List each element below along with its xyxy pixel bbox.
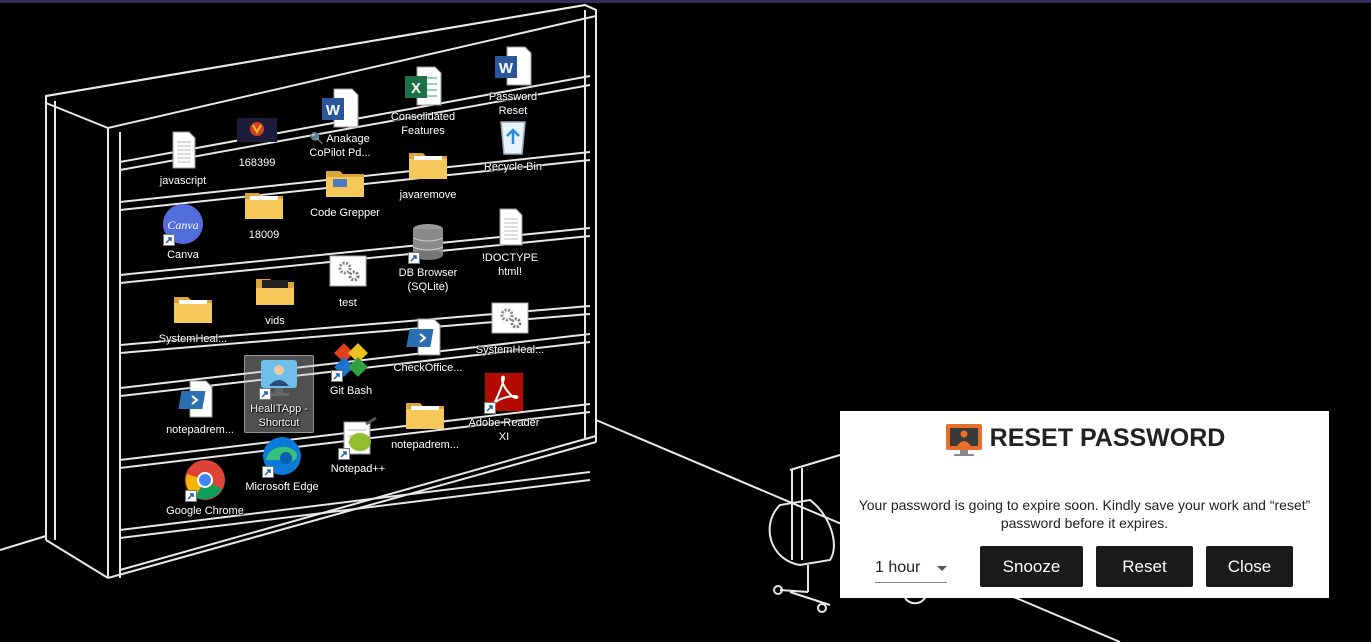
- icon-label: SystemHeal...: [475, 344, 545, 356]
- adobe-reader-icon: [482, 370, 526, 414]
- desktop-icon-password-reset[interactable]: W Password Reset: [473, 44, 553, 118]
- database-icon: [406, 220, 450, 264]
- shortcut-arrow-icon: [185, 490, 197, 502]
- folder-icon: [403, 392, 447, 436]
- icon-label: 18009: [248, 229, 280, 241]
- shortcut-arrow-icon: [338, 448, 350, 460]
- shortcut-arrow-icon: [259, 388, 271, 400]
- desktop-icon-18009[interactable]: 18009: [224, 182, 304, 242]
- svg-text:W: W: [326, 102, 341, 119]
- shortcut-arrow-icon: [163, 234, 175, 246]
- icon-label: SystemHeal...: [158, 333, 228, 345]
- icon-label: CheckOffice...: [393, 362, 463, 374]
- desktop-icon-vids[interactable]: vids: [235, 268, 315, 328]
- folder-icon: [253, 268, 297, 312]
- desktop-icon-microsoft-edge[interactable]: Microsoft Edge: [242, 434, 322, 494]
- desktop-icon-checkoffice[interactable]: CheckOffice...: [388, 315, 468, 375]
- icon-label: javascript: [159, 175, 207, 187]
- shortcut-arrow-icon: [408, 252, 420, 264]
- icon-label: Code Grepper: [310, 207, 380, 219]
- snooze-duration-value: 1 hour: [875, 559, 921, 576]
- chevron-down-icon: [937, 566, 947, 571]
- icon-label: javaremove: [399, 189, 457, 201]
- snooze-duration-select[interactable]: 1 hour: [875, 554, 947, 583]
- desktop-icon-git-bash[interactable]: Git Bash: [311, 338, 391, 398]
- icon-label: Password Reset: [488, 91, 538, 117]
- text-file-icon: [161, 128, 205, 172]
- folder-icon: [406, 142, 450, 186]
- icon-label: test: [339, 297, 357, 309]
- monitor-user-icon: [945, 424, 982, 456]
- powershell-script-icon: [178, 377, 222, 421]
- excel-document-icon: X: [401, 64, 445, 108]
- folder-icon: [323, 160, 367, 204]
- desktop-icon-doctype[interactable]: !DOCTYPE html!: [470, 205, 550, 279]
- desktop-icon-adobe-reader[interactable]: Adobe Reader XI: [464, 370, 544, 444]
- reset-button[interactable]: Reset: [1096, 546, 1193, 587]
- text-file-icon: [488, 205, 532, 249]
- desktop-icon-recycle-bin[interactable]: Recycle Bin: [473, 114, 553, 174]
- desktop-icon-javascript[interactable]: javascript: [143, 128, 223, 188]
- desktop-icon-168399[interactable]: 168399: [217, 110, 297, 170]
- desktop-icon-systemheal-script[interactable]: SystemHeal...: [470, 297, 550, 357]
- icon-label: HealITApp - Shortcut: [250, 403, 308, 429]
- dialog-message: Your password is going to expire soon. K…: [858, 497, 1311, 531]
- desktop-icon-test[interactable]: test: [308, 250, 388, 310]
- desktop-icon-notepadrem-folder[interactable]: notepadrem...: [385, 392, 465, 452]
- window-top-accent-bar: [0, 0, 1371, 3]
- shortcut-arrow-icon: [331, 370, 343, 382]
- icon-label: Notepad++: [330, 463, 386, 475]
- icon-label: notepadrem...: [391, 439, 459, 451]
- desktop-icon-notepad-plus-plus[interactable]: Notepad++: [318, 416, 398, 476]
- dialog-header: RESET PASSWORD: [840, 417, 1329, 459]
- helpdesk-app-icon: [257, 356, 301, 400]
- settings-file-icon: [488, 297, 532, 341]
- chrome-icon: [183, 458, 227, 502]
- recycle-bin-icon: [491, 114, 535, 158]
- dialog-title: RESET PASSWORD: [989, 423, 1226, 452]
- icon-label: Microsoft Edge: [245, 481, 319, 493]
- icon-label: DB Browser (SQLite): [398, 267, 458, 293]
- icon-label: Consolidated Features: [390, 111, 456, 137]
- git-icon: [329, 338, 373, 382]
- desktop-icon-systemheal-folder[interactable]: SystemHeal...: [153, 286, 233, 346]
- svg-text:W: W: [499, 60, 514, 77]
- icon-label: 168399: [238, 157, 276, 169]
- icon-label: Git Bash: [329, 385, 373, 397]
- icon-label: Recycle Bin: [483, 161, 543, 173]
- desktop-icon-healitapp[interactable]: HealITApp - Shortcut: [244, 355, 314, 433]
- word-document-icon: W: [318, 86, 362, 130]
- desktop-icon-google-chrome[interactable]: Google Chrome: [165, 458, 245, 518]
- icon-label: vids: [265, 315, 285, 327]
- word-document-icon: W: [491, 44, 535, 88]
- desktop-icon-code-grepper[interactable]: Code Grepper: [305, 160, 385, 220]
- close-button[interactable]: Close: [1206, 546, 1293, 587]
- svg-text:X: X: [411, 80, 421, 97]
- shortcut-arrow-icon: [262, 466, 274, 478]
- reset-password-dialog: RESET PASSWORD Your password is going to…: [840, 411, 1329, 598]
- canva-icon: Canva: [161, 202, 205, 246]
- image-thumbnail-icon: [235, 110, 279, 154]
- desktop-icon-anakage[interactable]: W 🔍 Anakage CoPilot Pd...: [300, 86, 380, 160]
- powershell-script-icon: [406, 315, 450, 359]
- icon-label: 🔍 Anakage CoPilot Pd...: [309, 133, 371, 159]
- folder-icon: [242, 182, 286, 226]
- edge-icon: [260, 434, 304, 478]
- desktop-icon-notepadrem-script[interactable]: notepadrem...: [160, 377, 240, 437]
- icon-label: Google Chrome: [166, 505, 244, 517]
- shortcut-arrow-icon: [484, 402, 496, 414]
- desktop-icon-javaremove[interactable]: javaremove: [388, 142, 468, 202]
- desktop-icon-canva[interactable]: Canva Canva: [143, 202, 223, 262]
- icon-label: notepadrem...: [166, 424, 234, 436]
- folder-icon: [171, 286, 215, 330]
- icon-label: Canva: [167, 249, 199, 261]
- snooze-button[interactable]: Snooze: [980, 546, 1083, 587]
- desktop-icon-consolidated-features[interactable]: X Consolidated Features: [383, 64, 463, 138]
- settings-file-icon: [326, 250, 370, 294]
- icon-label: !DOCTYPE html!: [481, 252, 539, 278]
- icon-label: Adobe Reader XI: [468, 417, 540, 443]
- svg-text:Canva: Canva: [167, 218, 198, 232]
- notepad-plus-plus-icon: [336, 416, 380, 460]
- desktop-icon-db-browser[interactable]: DB Browser (SQLite): [388, 220, 468, 294]
